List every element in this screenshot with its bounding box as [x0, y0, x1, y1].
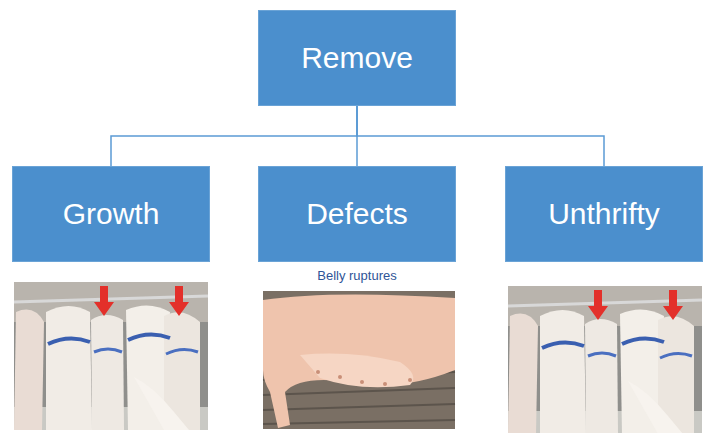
process-box: Remove [258, 10, 456, 106]
box-label: Remove [301, 41, 413, 75]
box-label: Defects [306, 197, 408, 231]
process-box: Growth [12, 166, 210, 262]
belly-photo [263, 291, 455, 429]
process-box: Defects [258, 166, 456, 262]
box-label: Growth [63, 197, 160, 231]
photo-caption: Belly ruptures [315, 268, 398, 283]
tree-connector [111, 106, 357, 166]
process-box: Unthrifty [505, 166, 703, 262]
tree-connector [357, 106, 604, 166]
box-label: Unthrifty [548, 197, 660, 231]
